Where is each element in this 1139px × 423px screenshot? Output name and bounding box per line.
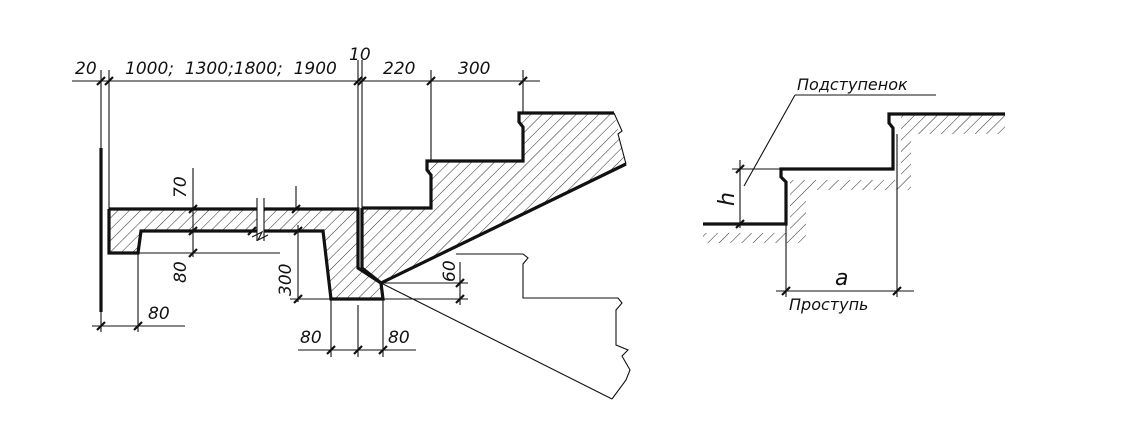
main-section: 20 1000; 1300;1800; 1900 10 220 300 70 8… <box>72 45 631 400</box>
riser-label: Подступенок <box>797 75 908 94</box>
tread-label: Проступь <box>789 295 868 314</box>
width-symbol: a <box>835 266 848 291</box>
height-dimension <box>732 160 781 229</box>
dim-span: 1000; 1300;1800; 1900 <box>125 59 337 79</box>
dimension-80-bottom-chain <box>298 299 416 357</box>
vertical-dimension-60 <box>381 262 468 305</box>
dim-70: 70 <box>171 176 191 198</box>
dim-10: 10 <box>349 45 371 65</box>
dim-80-vertical: 80 <box>171 261 191 283</box>
lower-flight <box>380 253 631 400</box>
height-symbol: h <box>715 192 740 206</box>
step-detail: h a Проступь Подступенок <box>703 75 1005 314</box>
landing-slab-right <box>264 207 385 301</box>
dimension-80-left <box>92 253 185 332</box>
dim-300-top: 300 <box>458 59 490 79</box>
top-dimension-chain <box>72 60 540 209</box>
step-profile <box>703 112 1005 243</box>
vertical-dimension-300 <box>290 225 331 304</box>
dim-300-vertical: 300 <box>276 264 296 296</box>
riser-leader <box>743 94 936 187</box>
stair-flight <box>360 111 627 285</box>
dim-80-bottom-a: 80 <box>300 328 322 348</box>
vertical-dimension-70-80 <box>138 168 301 258</box>
dim-220: 220 <box>383 59 415 79</box>
width-dimension <box>776 134 914 297</box>
dim-60: 60 <box>440 260 460 282</box>
dim-20: 20 <box>75 59 97 79</box>
dim-80-bottom-b: 80 <box>388 328 410 348</box>
dim-80-left: 80 <box>148 304 170 324</box>
